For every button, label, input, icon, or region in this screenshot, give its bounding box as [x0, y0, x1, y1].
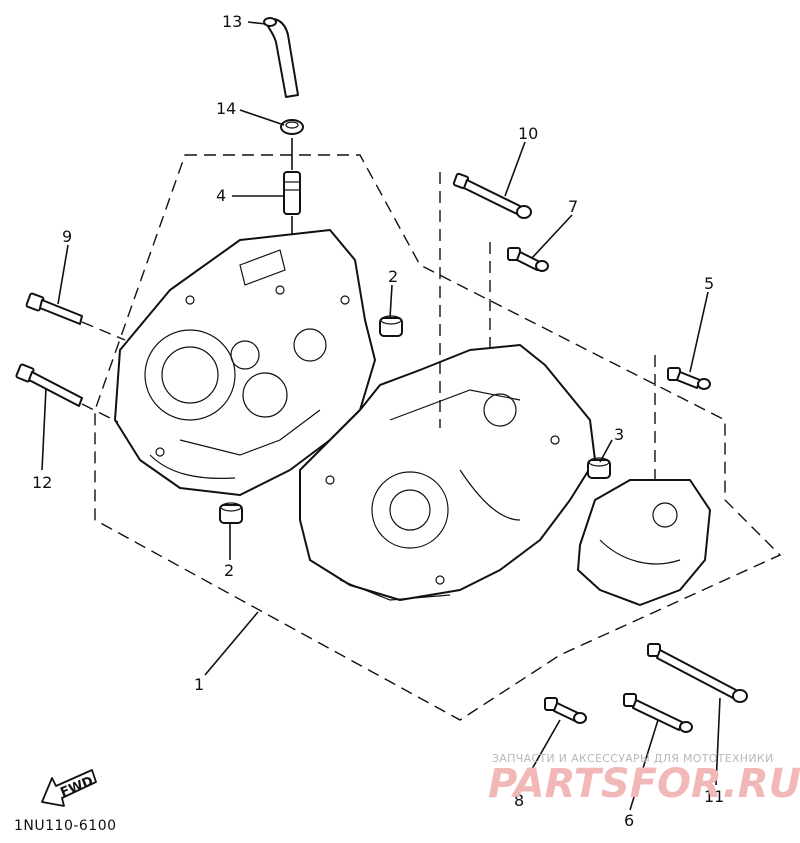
breather-hose-part	[263, 17, 299, 98]
callout-2-lower: 2	[224, 561, 234, 580]
forward-arrow-icon: FWD	[41, 769, 97, 807]
callout-11: 11	[704, 787, 724, 806]
dowel-pin-upper	[379, 315, 403, 337]
dowel-pin-lower	[219, 502, 243, 524]
hose-clip-part	[280, 119, 304, 135]
callout-3: 3	[614, 425, 624, 444]
bolt-7	[507, 247, 549, 272]
assembly-outline-dashed	[94, 154, 782, 721]
figure-code: 1NU110-6100	[14, 818, 117, 834]
callout-7: 7	[568, 197, 578, 216]
bolt-8	[544, 697, 587, 724]
right-crankcase-half	[299, 344, 596, 601]
crankcase-cover	[577, 479, 711, 606]
callout-10: 10	[518, 124, 538, 143]
callout-9: 9	[62, 227, 72, 246]
callout-14: 14	[216, 99, 236, 118]
callout-13: 13	[222, 12, 242, 31]
callout-2-upper: 2	[388, 267, 398, 286]
callout-8: 8	[514, 791, 524, 810]
dowel-pin-right	[587, 457, 611, 479]
bolt-10	[452, 172, 532, 219]
watermark-brand: PARTSFOR.RU	[488, 761, 800, 807]
callout-12: 12	[32, 473, 52, 492]
bolt-5	[667, 367, 711, 390]
bolt-11	[647, 643, 748, 703]
callout-1: 1	[194, 675, 204, 694]
bolt-6	[623, 693, 693, 733]
bolt-9	[25, 292, 83, 325]
watermark-tagline: ЗАПЧАСТИ И АКСЕССУАРЫ ДЛЯ МОТОТЕХНИКИ	[492, 752, 774, 765]
callout-4: 4	[216, 186, 226, 205]
breather-pipe-part	[283, 171, 301, 215]
callout-5: 5	[704, 274, 714, 293]
callout-6: 6	[624, 811, 634, 830]
bolt-12	[15, 363, 83, 407]
